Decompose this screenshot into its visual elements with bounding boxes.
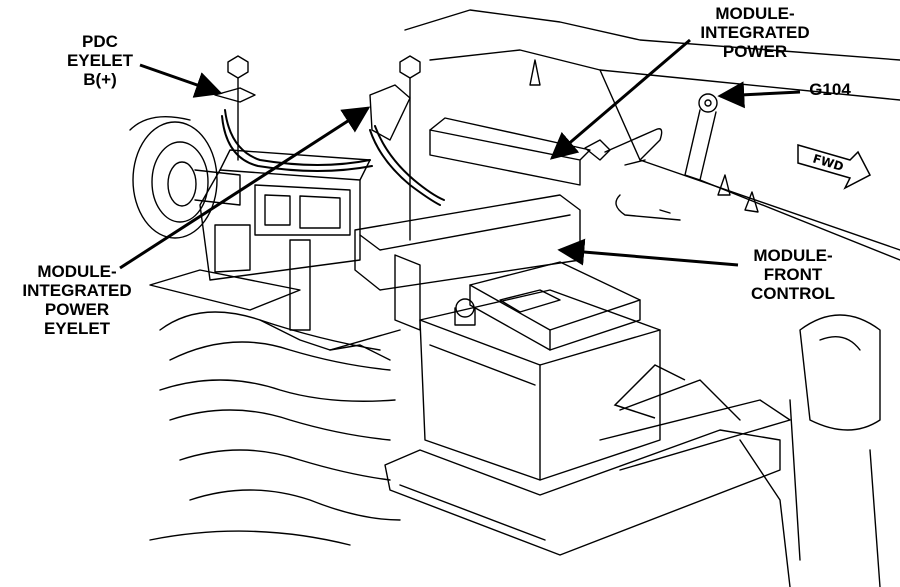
module-integrated-power-eyelet-label: MODULE- INTEGRATED POWER EYELET — [2, 262, 152, 338]
module-front-control-label-line-1: MODULE- — [753, 246, 833, 265]
module-integrated-power-label-line-1: MODULE- — [715, 4, 795, 23]
battery-tray — [384, 379, 791, 556]
module-front-control-arrow — [557, 238, 739, 267]
g104-arrow — [717, 81, 801, 109]
module-front-control-label: MODULE- FRONT CONTROL — [738, 246, 848, 303]
power-distribution-center — [149, 149, 371, 331]
battery — [419, 289, 661, 481]
front-control-module — [469, 261, 641, 351]
module-integrated-power-arrow — [549, 38, 691, 160]
pdc-eyelet-label-line-3: B(+) — [83, 70, 117, 89]
module-integrated-power-label-line-3: POWER — [722, 42, 788, 61]
g104-label-line-1: G104 — [809, 80, 851, 99]
pdc-eyelet-label: PDC EYELET B(+) — [60, 32, 140, 89]
integrated-power-module — [354, 117, 591, 331]
leader-arrows — [119, 38, 801, 419]
tipm-stud — [369, 55, 421, 241]
battery-pointer-lines — [613, 364, 686, 419]
module-integrated-power-eyelet-arrow — [119, 106, 371, 270]
right-fender-structure — [739, 314, 881, 587]
forward-direction-marker: FWD — [797, 144, 872, 190]
ground-eyelet — [584, 93, 718, 181]
pdc-eyelet-arrow — [139, 63, 223, 98]
module-integrated-power-label-line-2: INTEGRATED — [700, 23, 810, 42]
module-integrated-power-eyelet-label-line-4: EYELET — [43, 319, 111, 338]
module-integrated-power-eyelet-label-line-2: INTEGRATED — [22, 281, 132, 300]
module-front-control-label-line-2: FRONT — [763, 265, 823, 284]
g104-label: G104 — [800, 80, 860, 99]
engine-hoses — [149, 311, 401, 546]
module-integrated-power-label: MODULE- INTEGRATED POWER — [680, 4, 830, 61]
module-integrated-power-eyelet-label-line-1: MODULE- — [37, 262, 117, 281]
pdc-eyelet-label-line-1: PDC — [82, 32, 118, 51]
strut-tower — [129, 115, 241, 239]
pdc-stud — [214, 55, 256, 161]
pdc-eyelet-label-line-2: EYELET — [66, 51, 134, 70]
module-front-control-label-line-3: CONTROL — [750, 284, 836, 303]
module-integrated-power-eyelet-label-line-3: POWER — [44, 300, 110, 319]
